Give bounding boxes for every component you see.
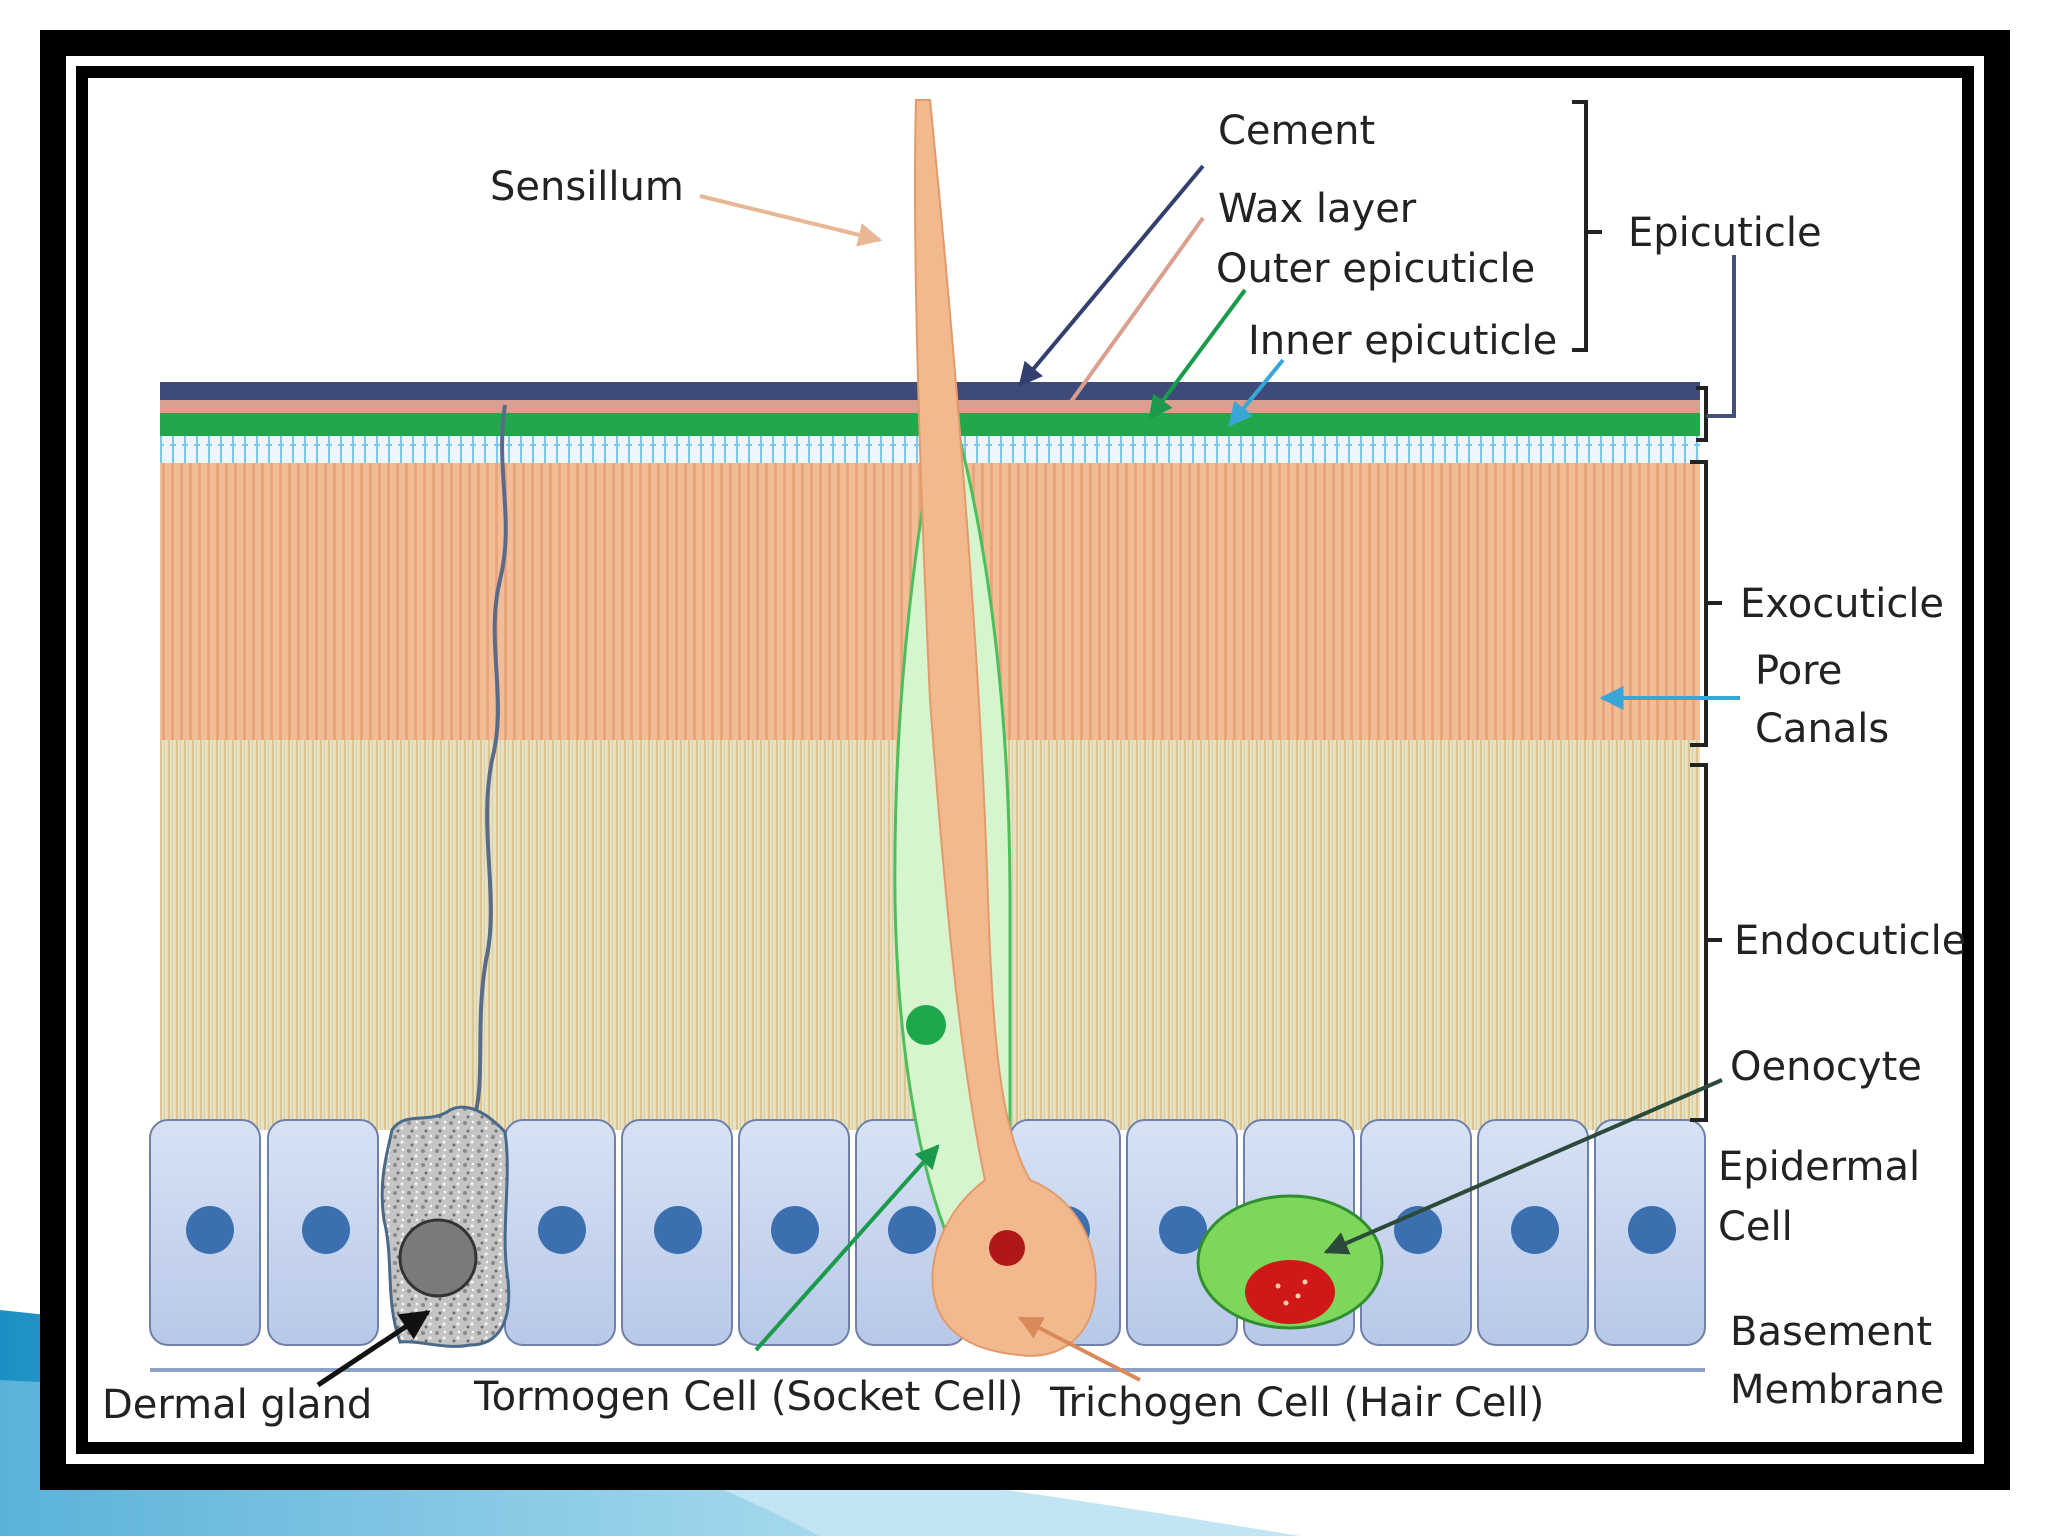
label-basement-membrane-line1: Basement <box>1730 1309 1932 1355</box>
label-cement: Cement <box>1218 108 1375 154</box>
pointer-arrows <box>316 164 1740 1388</box>
label-trichogen-cell: Trichogen Cell (Hair Cell) <box>1049 1380 1544 1426</box>
cell-nucleus <box>1511 1206 1559 1254</box>
cement-arrow <box>1018 164 1205 387</box>
sensillum-arrow <box>699 194 883 247</box>
trichogen-nucleus <box>989 1230 1025 1266</box>
epicuticle-subbracket <box>1572 100 1588 352</box>
label-outer-epicuticle: Outer epicuticle <box>1216 246 1535 292</box>
label-inner-epicuticle: Inner epicuticle <box>1248 318 1557 364</box>
label-exocuticle: Exocuticle <box>1740 581 1944 627</box>
trichogen-arrow <box>1017 1316 1141 1382</box>
cell-nucleus <box>186 1206 234 1254</box>
label-dermal-gland: Dermal gland <box>102 1382 372 1428</box>
cell-nucleus <box>771 1206 819 1254</box>
label-endocuticle: Endocuticle <box>1734 918 1966 964</box>
label-epicuticle: Epicuticle <box>1628 210 1822 256</box>
label-epidermal-cell-line1: Epidermal <box>1718 1144 1920 1190</box>
dermal-gland <box>380 404 511 1348</box>
tormogen-arrow <box>754 1144 940 1352</box>
inner-epicuticle-arrow <box>1228 358 1285 427</box>
cell-nucleus <box>654 1206 702 1254</box>
label-oenocyte: Oenocyte <box>1730 1044 1922 1090</box>
gland-nucleus <box>398 1218 478 1298</box>
label-pore-canals-line2: Canals <box>1755 706 1889 752</box>
label-pore-canals-line1: Pore <box>1755 648 1842 694</box>
endocuticle-bracket <box>1690 763 1708 1122</box>
outer-epicuticle-arrow <box>1148 288 1247 420</box>
label-epidermal-cell-line2: Cell <box>1718 1204 1793 1250</box>
sensillum-hair <box>913 99 1097 1357</box>
label-wax-layer: Wax layer <box>1218 186 1417 232</box>
labels: Sensillum Cement Wax layer Outer epicuti… <box>102 108 1966 1428</box>
tormogen-nucleus <box>906 1005 946 1045</box>
gland-duct <box>468 404 508 1131</box>
label-basement-membrane-line2: Membrane <box>1730 1367 1944 1413</box>
brackets <box>1572 100 1736 1122</box>
oenocyte <box>1196 1194 1384 1330</box>
cell-nucleus <box>538 1206 586 1254</box>
label-sensillum: Sensillum <box>490 164 684 210</box>
oenocyte-arrow <box>1323 1078 1723 1255</box>
cell-nucleus <box>888 1206 936 1254</box>
cell-nucleus <box>1159 1206 1207 1254</box>
cell-nucleus <box>1628 1206 1676 1254</box>
oenocyte-core <box>1245 1260 1335 1324</box>
dermal-gland-arrow <box>316 1309 431 1388</box>
wax-arrow <box>1068 216 1205 405</box>
label-tormogen-cell: Tormogen Cell (Socket Cell) <box>473 1374 1023 1420</box>
cell-nucleus <box>302 1206 350 1254</box>
